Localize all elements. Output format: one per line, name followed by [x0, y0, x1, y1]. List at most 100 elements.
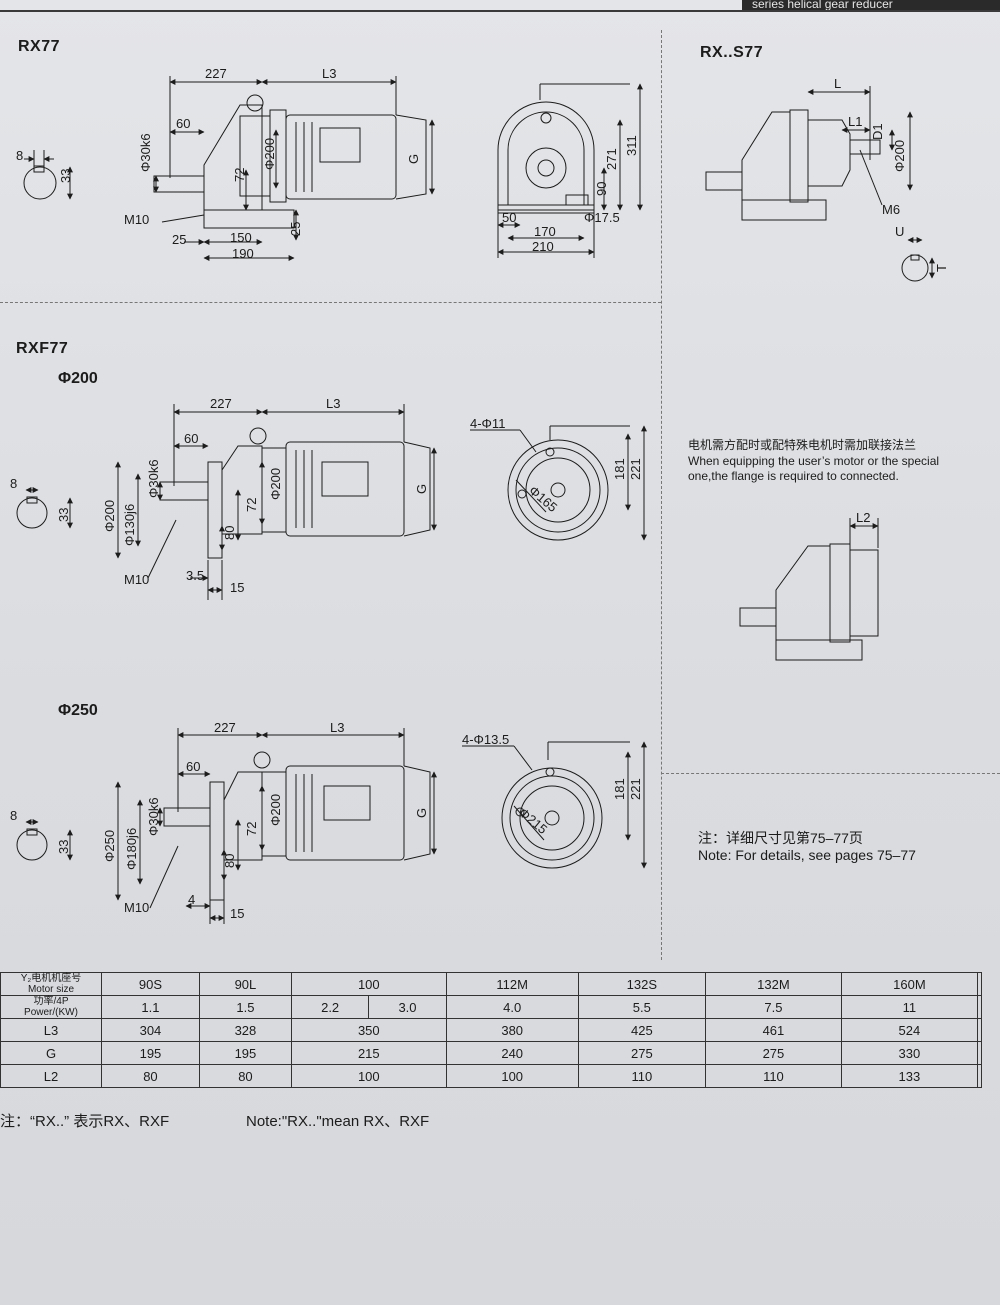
rxf250-dim-221: 221 — [628, 778, 643, 800]
rx77-lifting-eye — [246, 94, 264, 112]
rx77-base — [203, 209, 295, 229]
rxs77-dim-m6: M6 — [882, 202, 900, 217]
flange-note-cn: 电机需方配时或配特殊电机时需加联接法兰 — [688, 438, 917, 452]
rxf250-dim-80: 80 — [222, 854, 237, 868]
rxf200-dim-181: 181 — [612, 458, 627, 480]
rx77-dim-60: 60 — [176, 116, 190, 131]
table-cell-empty — [976, 1041, 983, 1065]
table-cell: 90S — [101, 972, 200, 996]
flange-note-en1: When equipping the user’s motor or the s… — [688, 454, 940, 468]
table-cell-empty — [976, 1064, 983, 1088]
table-cell: 11 — [840, 995, 978, 1019]
rx77-shaft-section — [23, 166, 57, 200]
table-cell: 350 — [290, 1018, 447, 1042]
rxf250-dim-holes: 4-Φ13.5 — [462, 732, 509, 747]
rx77-keyway — [33, 165, 45, 173]
header-power-en: Power/(KW) — [24, 1007, 78, 1018]
rx77-dim-25b: 25 — [288, 222, 303, 236]
rxf250-dim-227: 227 — [214, 720, 236, 735]
header-bar: series helical gear reducer — [742, 0, 1000, 10]
rxf250-dim-4: 4 — [188, 892, 195, 907]
title-flange250: Φ250 — [58, 702, 98, 719]
rxf200-dim-72: 72 — [244, 498, 259, 512]
table-cell: 275 — [704, 1041, 842, 1065]
rx77-dim-labels: 227 L3 60 8 33 Φ30k6 72 Φ200 G M10 25 15… — [16, 66, 421, 261]
rx77-dim-l3: L3 — [322, 66, 336, 81]
rxf250-dim-15: 15 — [230, 906, 244, 921]
rxf200-dim-227: 227 — [210, 396, 232, 411]
rxf250-dim-180: Φ180j6 — [124, 828, 139, 870]
rxf200-dim-80: 80 — [222, 526, 237, 540]
rx77-dim-175: Φ17.5 — [584, 210, 620, 225]
rxf250-dim-33: 33 — [56, 840, 71, 854]
table-header-l3: L3 — [0, 1018, 102, 1042]
table-cell: 304 — [101, 1018, 200, 1042]
table-cell: 100 — [290, 972, 447, 996]
rxf200-dim-8: 8 — [10, 476, 17, 491]
table-cell: 132M — [704, 972, 842, 996]
divider-note — [661, 773, 1000, 774]
detail-note-en: Note: For details, see pages 75–77 — [698, 847, 916, 863]
rx77-dim-190: 190 — [232, 246, 254, 261]
table-cell: 132S — [577, 972, 706, 996]
rxf250-dim-g: G — [414, 808, 429, 818]
rx77-end-view — [497, 83, 643, 258]
table-cell: 100 — [290, 1064, 447, 1088]
rxf200-dim-shaft: Φ30k6 — [146, 459, 161, 498]
flange-drawing — [739, 518, 879, 661]
table-cell: 1.1 — [101, 995, 200, 1019]
technical-drawings: 227 L3 60 8 33 Φ30k6 72 Φ200 G M10 25 15… — [10, 66, 949, 924]
rxf250-dim-215: Φ215 — [516, 805, 550, 837]
flange-dim-l2: L2 — [856, 510, 870, 525]
table-cell: 425 — [577, 1018, 706, 1042]
rxf200-dim-l3: L3 — [326, 396, 340, 411]
table-cell: 7.5 — [704, 995, 842, 1019]
rxf250-dim-60: 60 — [186, 759, 200, 774]
table-cell: 112M — [445, 972, 579, 996]
table-cell: 524 — [840, 1018, 978, 1042]
table-cell: 275 — [577, 1041, 706, 1065]
table-cell-empty — [976, 995, 983, 1019]
rxf250-dim-200: Φ200 — [268, 794, 283, 826]
table-row-l2: L2 80 80 100 100 110 110 133 — [0, 1064, 983, 1088]
rx77-dim-50: 50 — [502, 210, 516, 225]
rxf200-dim-15: 15 — [230, 580, 244, 595]
footnote-cn: 注：“RX..” 表示RX、RXF — [0, 1113, 170, 1130]
rxf250-dim-250: Φ250 — [102, 830, 117, 862]
rxf200-dim-33: 33 — [56, 508, 71, 522]
rx77-dim-271: 271 — [604, 148, 619, 170]
table-cell: 195 — [101, 1041, 200, 1065]
rx77-end-labels: 311 271 90 50 Φ17.5 170 210 — [502, 135, 639, 254]
header-motor-cn: Y₂电机机座号 — [20, 973, 82, 984]
table-cell: 4.0 — [445, 995, 579, 1019]
table-cell: 3.0 — [368, 995, 447, 1019]
detail-note-cn: 注：详细尺寸见第75–77页 — [698, 830, 863, 846]
rxf200-dim-165: Φ165 — [526, 483, 560, 515]
rxf200-dim-200b: Φ200 — [268, 468, 283, 500]
rxf200-labels: 227 L3 60 8 33 Φ30k6 Φ200 Φ130j6 72 Φ200… — [10, 396, 643, 595]
table-cell: 1.5 — [198, 995, 292, 1019]
table-cell: 240 — [445, 1041, 579, 1065]
header-motor-en: Motor size — [27, 984, 75, 995]
table-cell-empty — [976, 972, 983, 996]
rx77-dim-170: 170 — [534, 224, 556, 239]
header-rule — [0, 10, 1000, 12]
table-cell: 80 — [101, 1064, 200, 1088]
header-power-cn: 功率/4P — [33, 996, 69, 1007]
table-cell: 5.5 — [577, 995, 706, 1019]
table-header-l2: L2 — [0, 1064, 102, 1088]
rxf250-dim-shaft: Φ30k6 — [146, 797, 161, 836]
rx77-dim-g: G — [406, 154, 421, 164]
rxs77-dim-d1: D1 — [870, 123, 885, 140]
vertical-divider — [661, 30, 662, 960]
rxf200-dim-200a: Φ200 — [102, 500, 117, 532]
flange-note-en2: one,the flange is required to connected. — [688, 469, 899, 483]
rxf200-drawing — [16, 404, 647, 600]
footnote-en: Note:"RX.."mean RX、RXF — [246, 1113, 430, 1130]
